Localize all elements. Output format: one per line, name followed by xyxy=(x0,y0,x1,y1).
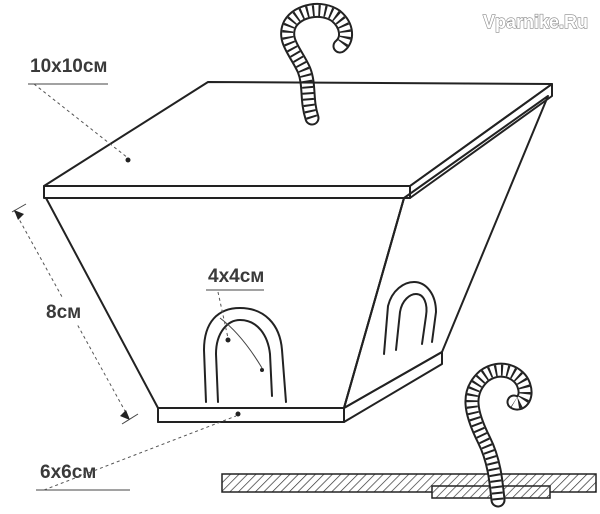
bottom-size-callout: 6x6см xyxy=(36,415,237,491)
top-size-label: 10x10см xyxy=(30,56,107,77)
side-entrance-hole xyxy=(383,281,437,355)
feeder-roof xyxy=(43,81,553,199)
ground-rope-hook xyxy=(464,362,533,508)
height-dimension: 8см xyxy=(11,203,139,425)
front-entrance-hole xyxy=(203,307,287,403)
top-size-callout: 10x10см xyxy=(28,56,129,159)
hole-size-label: 4x4см xyxy=(208,266,264,287)
watermark: Vparnike.Ru xyxy=(483,12,588,32)
height-label: 8см xyxy=(46,302,81,323)
top-rope-hook xyxy=(280,2,353,126)
feeder-body xyxy=(45,95,549,409)
hole-size-callout: 4x4см xyxy=(206,266,264,339)
feeder-base-tray xyxy=(157,351,443,423)
bottom-size-label: 6x6см xyxy=(40,462,96,483)
hatched-ground-strip xyxy=(221,473,597,499)
